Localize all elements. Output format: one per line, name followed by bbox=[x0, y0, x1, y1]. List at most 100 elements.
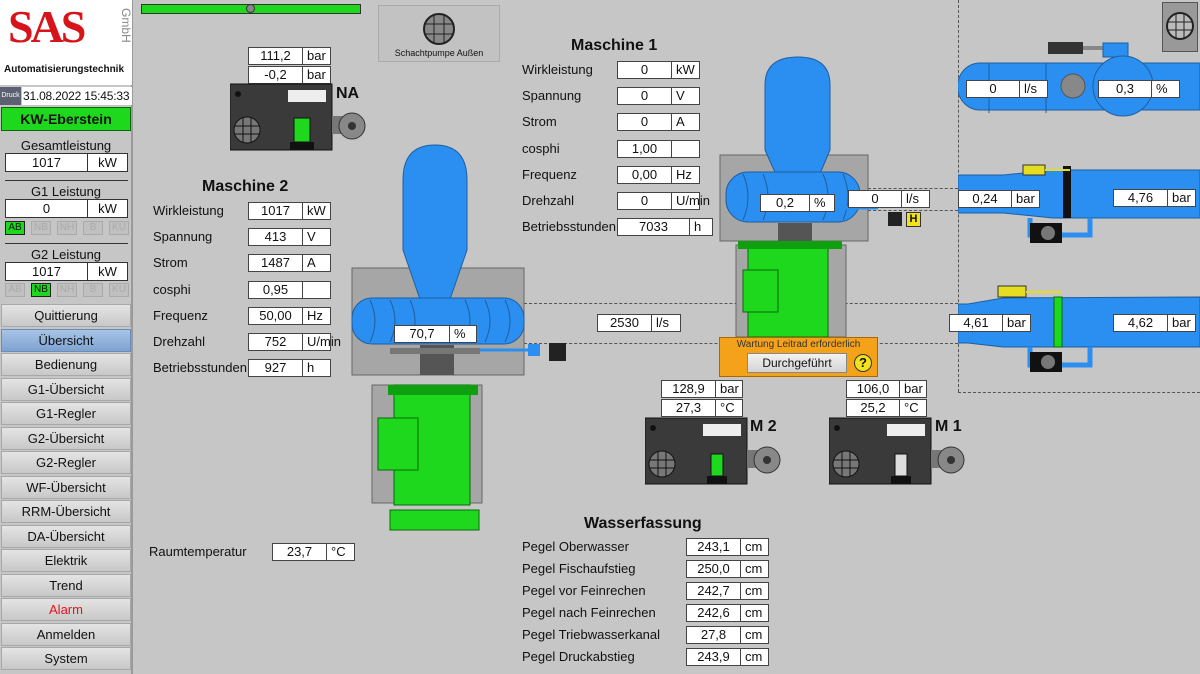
wasserfassung-row-label: Pegel nach Feinrechen bbox=[522, 605, 656, 620]
flow-line bbox=[868, 210, 958, 211]
unit: kW bbox=[98, 201, 117, 216]
maschine1-row-label: cosphi bbox=[522, 140, 560, 156]
nav-g1-uebersicht[interactable]: G1-Übersicht bbox=[1, 377, 131, 401]
actuator-icon bbox=[888, 212, 902, 226]
nav-uebersicht[interactable]: Übersicht bbox=[1, 328, 131, 352]
maschine2-row-label: Frequenz bbox=[153, 307, 208, 323]
turbine2-opening: 70,7% bbox=[394, 325, 477, 343]
unit: cm bbox=[741, 604, 769, 622]
area-border bbox=[958, 392, 1200, 393]
g2-flag-nb: NB bbox=[31, 283, 51, 297]
value: 413 bbox=[248, 228, 303, 247]
value: 0 bbox=[617, 113, 672, 132]
nav-alarm[interactable]: Alarm bbox=[1, 598, 131, 621]
position-slider[interactable] bbox=[141, 4, 361, 14]
print-button[interactable]: Druck bbox=[0, 87, 21, 105]
unit: A bbox=[303, 254, 331, 273]
value: 4,61 bbox=[949, 314, 1003, 332]
nav-bedienung[interactable]: Bedienung bbox=[1, 353, 131, 376]
unit: kW bbox=[672, 61, 700, 79]
wasserfassung-row-label: Pegel vor Feinrechen bbox=[522, 583, 646, 598]
m1-pump-motor-icon bbox=[829, 417, 965, 485]
m2-label: M 2 bbox=[750, 418, 777, 435]
maintenance-done-button[interactable]: Durchgeführt bbox=[747, 353, 847, 373]
wasserfassung-row-label: Pegel Fischaufstieg bbox=[522, 561, 636, 576]
maschine2-row-label: Wirkleistung bbox=[153, 203, 224, 218]
m1-temperature: 25,2°C bbox=[846, 399, 927, 417]
g1-flag-nb: NB bbox=[31, 221, 51, 235]
pump-grid-icon bbox=[423, 13, 455, 45]
unit: bar bbox=[1168, 189, 1196, 207]
g2-flags: AB NB NH B KU bbox=[5, 283, 129, 297]
g2-power-label: G2 Leistung bbox=[30, 247, 102, 262]
unit: °C bbox=[716, 399, 743, 417]
nav-da-uebersicht[interactable]: DA-Übersicht bbox=[1, 524, 131, 548]
maschine1-row-label: Strom bbox=[522, 114, 557, 130]
value: 0 bbox=[966, 80, 1020, 98]
value: 2530 bbox=[597, 314, 652, 332]
nav-quittierung[interactable]: Quittierung bbox=[1, 304, 131, 327]
g2-flag-ku: KU bbox=[109, 283, 129, 297]
value: 1017 bbox=[6, 154, 88, 171]
nav-elektrik[interactable]: Elektrik bbox=[1, 549, 131, 572]
fan-button[interactable] bbox=[1162, 2, 1198, 52]
unit: bar bbox=[900, 380, 927, 398]
value: 242,7 bbox=[686, 582, 741, 600]
unit: % bbox=[810, 194, 835, 212]
nav-g2-uebersicht[interactable]: G2-Übersicht bbox=[1, 426, 131, 450]
na-pump-motor-icon bbox=[230, 83, 366, 151]
nav-g1-regler[interactable]: G1-Regler bbox=[1, 402, 131, 425]
nav-rrm-uebersicht[interactable]: RRM-Übersicht bbox=[1, 500, 131, 523]
schachtpumpe-button[interactable]: Schachtpumpe Außen bbox=[378, 5, 500, 62]
fan-grid-icon bbox=[1166, 12, 1194, 40]
turbine1-opening: 0,2% bbox=[760, 194, 835, 212]
maschine2-row-value: 0,95 bbox=[248, 280, 331, 299]
maschine1-row-label: Frequenz bbox=[522, 166, 577, 182]
wasserfassung-title: Wasserfassung bbox=[584, 515, 702, 532]
unit: l/s bbox=[902, 190, 930, 208]
g1-power-label: G1 Leistung bbox=[30, 184, 102, 199]
m2-temperature: 27,3°C bbox=[661, 399, 743, 417]
slider-knob[interactable] bbox=[246, 4, 255, 13]
help-icon[interactable]: ? bbox=[854, 354, 872, 372]
unit: % bbox=[1152, 80, 1180, 98]
unit: cm bbox=[741, 560, 769, 578]
sas-logo: SAS GmbH Automatisierungstechnik bbox=[0, 0, 132, 85]
nav-system[interactable]: System bbox=[1, 647, 131, 670]
nav-g2-regler[interactable]: G2-Regler bbox=[1, 451, 131, 474]
value: 27,3 bbox=[661, 399, 716, 417]
maschine1-row-label: Spannung bbox=[522, 88, 582, 104]
wasserfassung-row-label: Pegel Druckabstieg bbox=[522, 649, 635, 664]
value: 106,0 bbox=[846, 380, 900, 398]
value: 242,6 bbox=[686, 604, 741, 622]
nav-wf-uebersicht[interactable]: WF-Übersicht bbox=[1, 475, 131, 499]
maschine1-row-label: Betriebsstunden bbox=[522, 219, 616, 235]
g2-flag-b: B bbox=[83, 283, 103, 297]
logo-text: SAS bbox=[8, 1, 86, 52]
nav-trend[interactable]: Trend bbox=[1, 573, 131, 597]
unit: h bbox=[690, 218, 713, 237]
nav-anmelden[interactable]: Anmelden bbox=[1, 622, 131, 646]
unit: °C bbox=[900, 399, 927, 417]
value: 0 bbox=[6, 200, 88, 217]
unit: bar bbox=[303, 47, 331, 65]
value: 0,00 bbox=[617, 165, 672, 184]
unit: U/min bbox=[303, 333, 341, 351]
maintenance-message: Wartung Leitrad erforderlich bbox=[736, 339, 861, 350]
g1-flags: AB NB NH B KU bbox=[5, 221, 129, 235]
maschine2-row-label: cosphi bbox=[153, 281, 191, 297]
flow-line bbox=[868, 188, 958, 189]
value: 4,62 bbox=[1113, 314, 1168, 332]
